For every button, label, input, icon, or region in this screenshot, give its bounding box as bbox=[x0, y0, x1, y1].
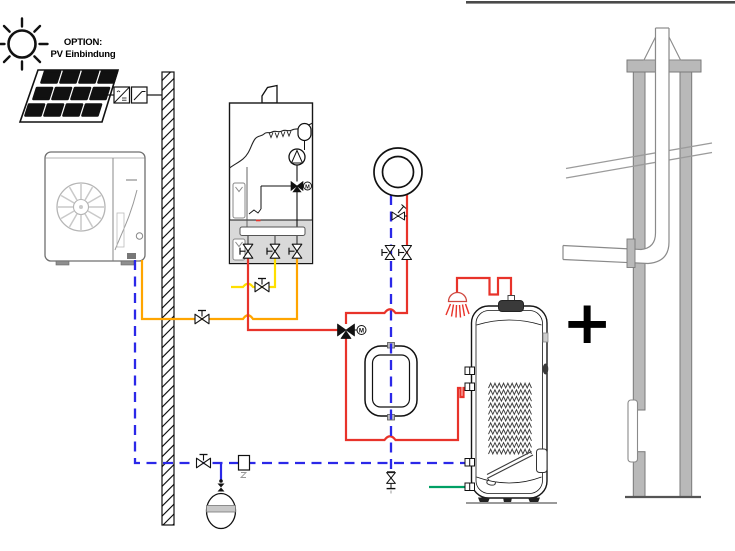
flue-flashing bbox=[643, 36, 657, 61]
sun-icon bbox=[0, 17, 49, 71]
flange-panel bbox=[536, 448, 548, 473]
internal-motor-valve-icon: M bbox=[290, 180, 312, 193]
pv-option-label-line2: PV Einbindung bbox=[50, 48, 116, 60]
chimney-shaft bbox=[562, 27, 713, 499]
gas-train-mark bbox=[248, 208, 262, 215]
pv-option-label-line1: OPTION: bbox=[63, 37, 103, 48]
wall-mounted-gas-boiler: M bbox=[228, 84, 314, 265]
external-three-way-motor-valve-icon: M bbox=[337, 323, 367, 339]
dhw-storage-tank bbox=[466, 305, 557, 504]
expansion-vessel bbox=[205, 479, 237, 530]
top-border-rule bbox=[466, 1, 735, 4]
return-pipe-dashed bbox=[133, 260, 466, 465]
fan-icon bbox=[56, 182, 106, 232]
connection-manifold bbox=[239, 226, 306, 236]
boiler-flue-stub bbox=[261, 84, 278, 104]
wall-shutoff-valve-icon bbox=[194, 309, 210, 325]
pv-inverter-box bbox=[113, 86, 131, 104]
plus-sign: + bbox=[562, 288, 613, 358]
motor-valve-letter: M bbox=[359, 328, 364, 335]
hot-water-outlet-pipe bbox=[455, 276, 513, 304]
pv-option-label: OPTION: PV Einbindung bbox=[44, 37, 122, 60]
burner-jets bbox=[268, 130, 292, 139]
heating-circuit-flow-pipe bbox=[344, 194, 409, 324]
return-shutoff-valve-icon bbox=[195, 453, 212, 469]
tank-side-fittings bbox=[464, 366, 475, 491]
wall-sleeve bbox=[626, 238, 636, 268]
outdoor-heat-pump-unit bbox=[44, 151, 146, 266]
house-wall bbox=[161, 71, 175, 526]
circuit-valve-icon bbox=[381, 244, 396, 261]
gas-shutoff-valve-icon bbox=[254, 277, 270, 293]
flue-liner-pipe bbox=[562, 27, 670, 265]
roof-line bbox=[565, 142, 713, 179]
control-panel bbox=[232, 182, 246, 219]
circulation-pump-icon bbox=[288, 148, 306, 166]
fill-drain-cock-icon bbox=[391, 204, 407, 221]
motor-valve-letter: M bbox=[305, 184, 310, 190]
inspection-door bbox=[627, 399, 639, 463]
shower-icon bbox=[445, 291, 470, 318]
dhw-loading-pipe bbox=[344, 336, 466, 442]
boiler-flow-pipe bbox=[246, 258, 338, 332]
dirt-filter-icon bbox=[237, 454, 251, 478]
heating-circuit-coil bbox=[373, 147, 423, 197]
pv-switch-box bbox=[130, 86, 148, 104]
drain-valve-icon bbox=[386, 471, 396, 494]
pv-panel bbox=[18, 69, 120, 123]
sensor-pocket bbox=[542, 363, 549, 375]
tank-top-cap bbox=[498, 295, 524, 312]
cable-gland bbox=[127, 253, 136, 259]
circuit-valve-icon bbox=[398, 244, 413, 261]
internal-expansion-vessel bbox=[297, 122, 312, 142]
